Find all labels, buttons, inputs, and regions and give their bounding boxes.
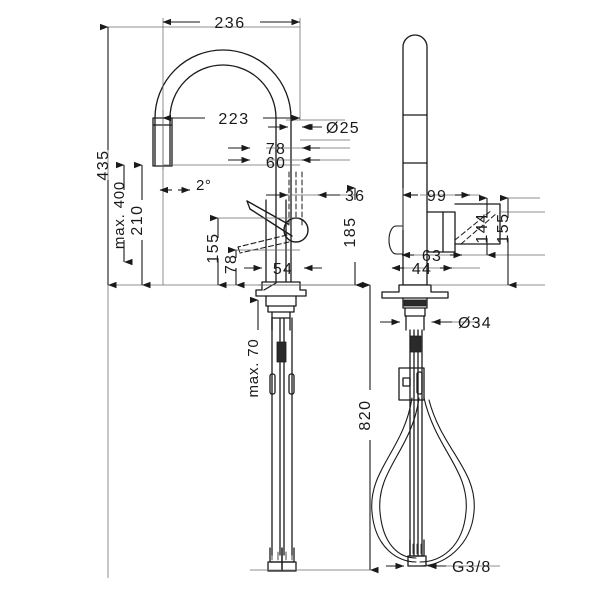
dim-236: 236 <box>214 15 245 32</box>
dim-820: 820 <box>357 399 374 430</box>
left-view-faucet <box>152 49 309 572</box>
dim-435: 435 <box>95 149 112 180</box>
dim-144: 144 <box>474 212 491 243</box>
dim-155-left: 155 <box>205 232 222 263</box>
dim-max-70: max. 70 <box>245 339 262 398</box>
dim-dia-25: Ø25 <box>326 120 360 137</box>
dim-78-top: 78 <box>266 141 286 158</box>
dim-max-400: max. 400 <box>111 181 128 249</box>
dim-angle-2deg: 2° <box>196 177 211 194</box>
dim-thread-g38: G3/8 <box>452 559 492 576</box>
extension-lines <box>107 18 545 578</box>
dim-99: 99 <box>427 188 447 205</box>
dim-60: 60 <box>266 155 286 172</box>
dim-44: 44 <box>412 261 432 278</box>
dim-185: 185 <box>342 216 359 247</box>
dim-155-right: 155 <box>495 212 512 243</box>
dim-223: 223 <box>218 111 249 128</box>
dimension-lines <box>100 18 517 574</box>
dim-63: 63 <box>422 248 442 265</box>
right-view-faucet <box>371 34 501 567</box>
dimension-labels: 236 223 435 max. 400 210 2° Ø25 78 60 36… <box>95 15 512 576</box>
dim-78-left: 78 <box>223 254 240 274</box>
dim-36: 36 <box>345 188 365 205</box>
dim-dia-34: Ø34 <box>458 315 492 332</box>
dim-54: 54 <box>273 261 293 278</box>
dim-210: 210 <box>129 204 146 235</box>
